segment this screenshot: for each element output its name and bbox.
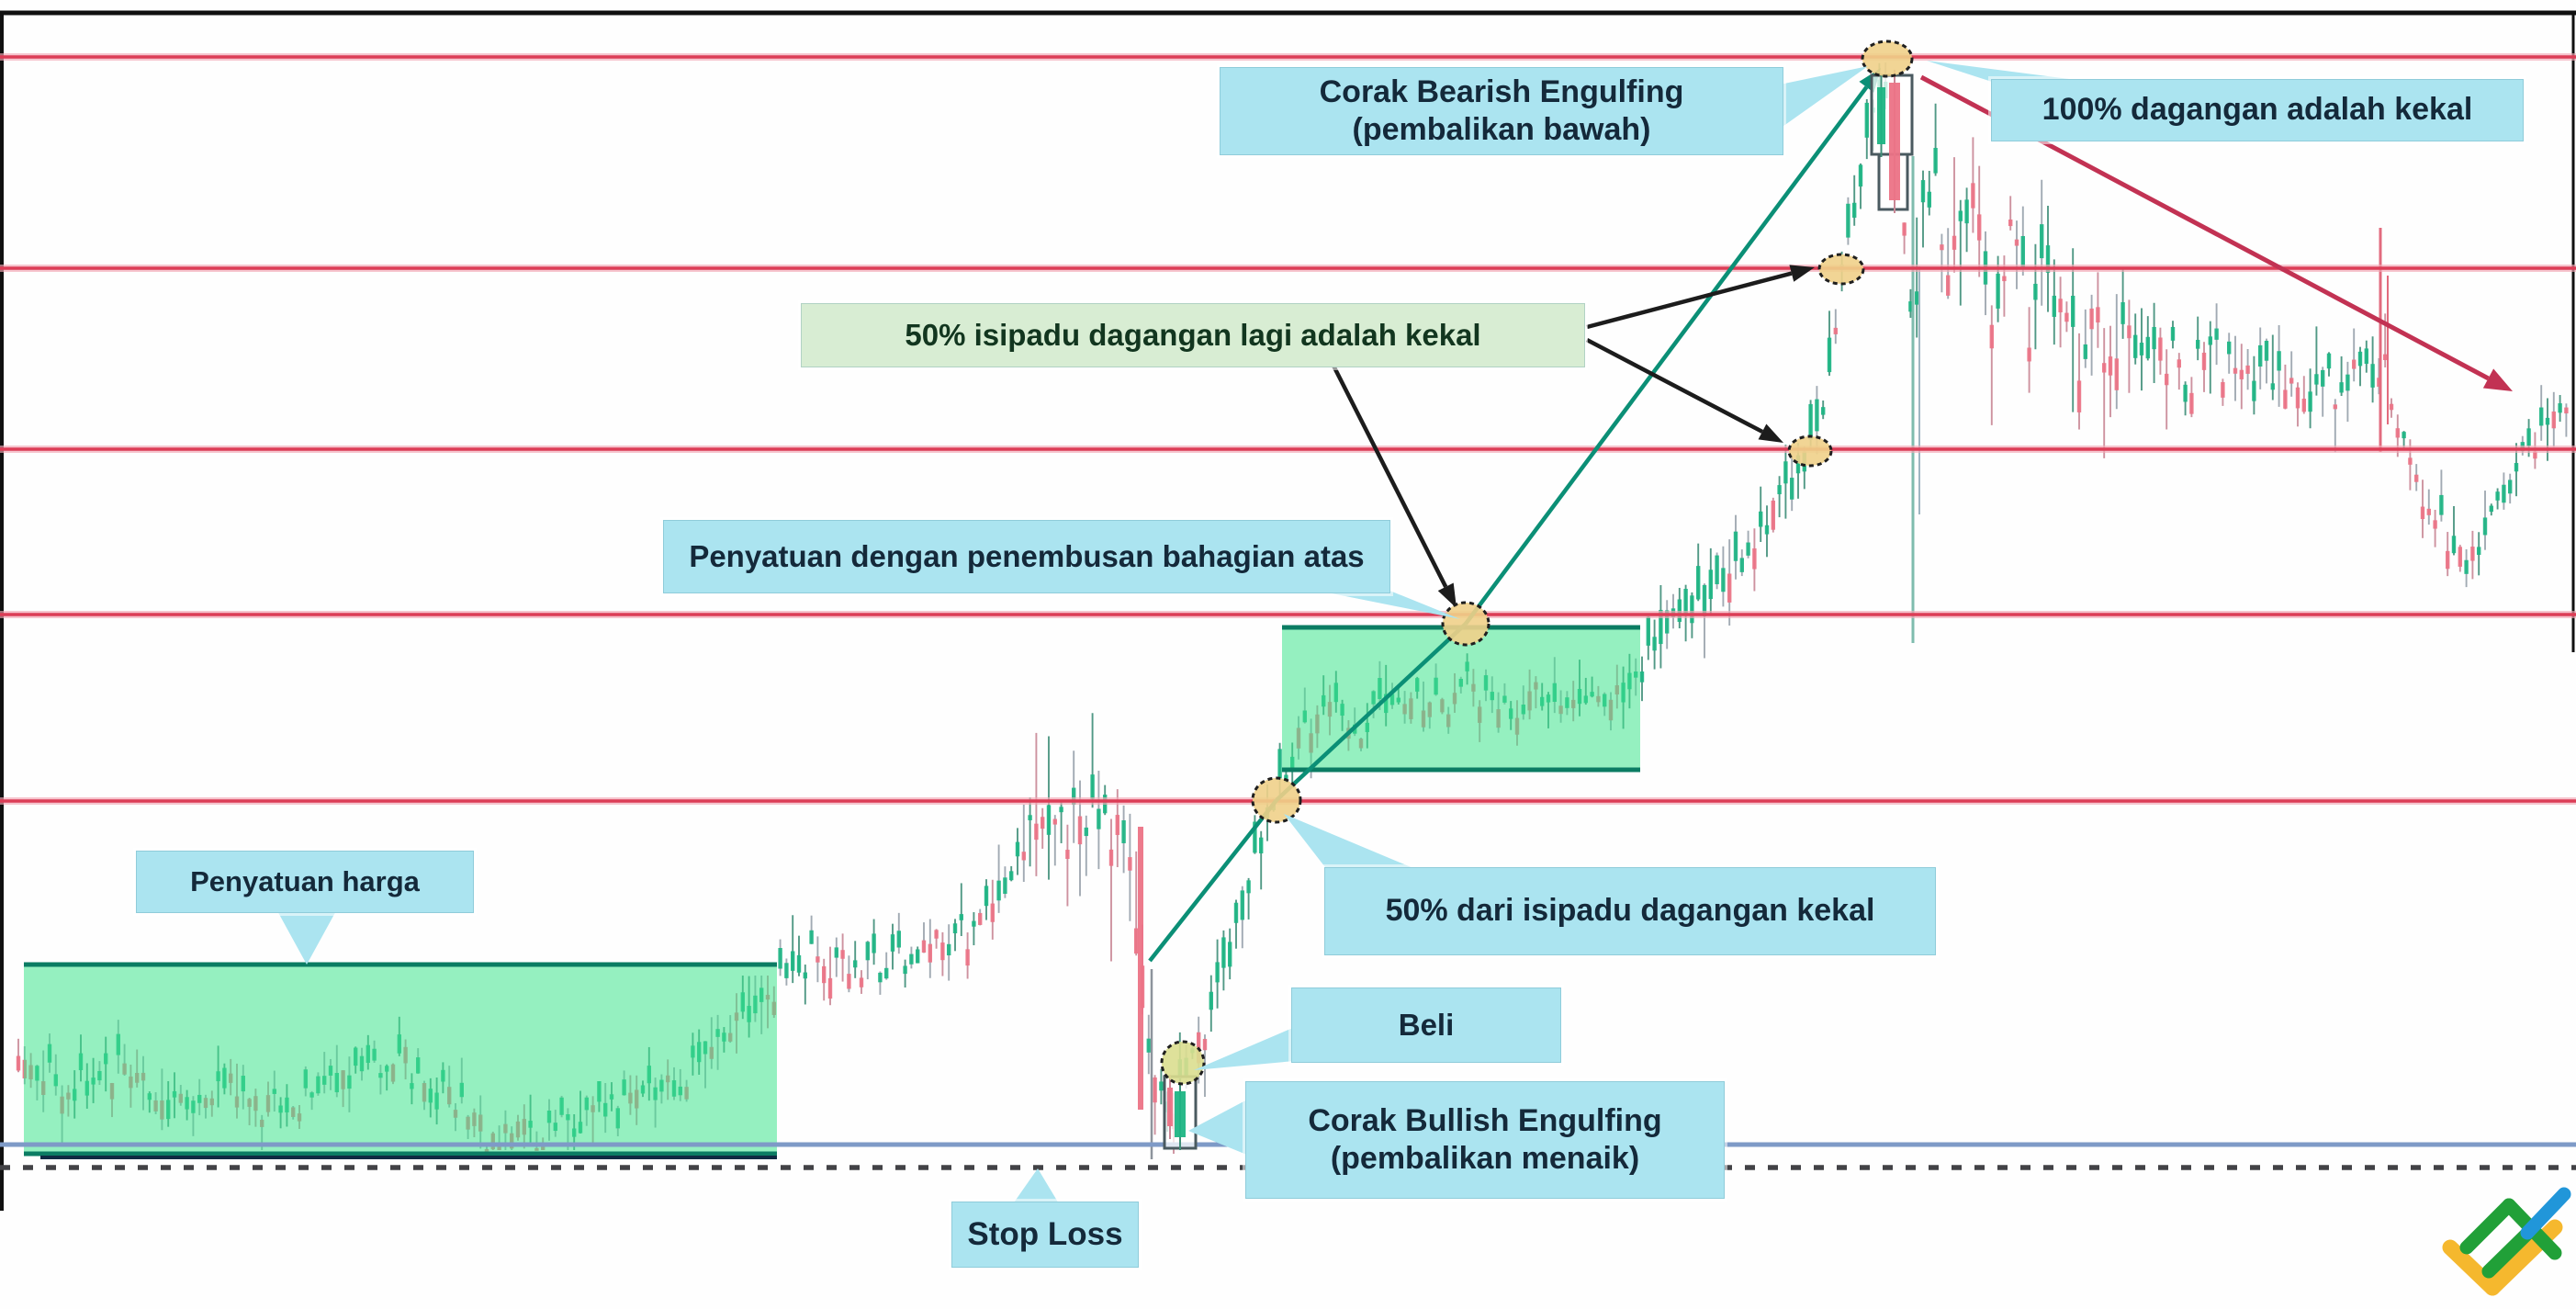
- litefinance-logo: [2442, 1187, 2571, 1296]
- callout-tail: [1194, 1027, 1295, 1070]
- callout-stop-loss: Stop Loss: [951, 1202, 1139, 1268]
- callout-bearish-engulfing: Corak Bearish Engulfing (pembalikan bawa…: [1220, 67, 1783, 155]
- callout-buy: Beli: [1291, 987, 1561, 1063]
- trade-marker-circle: [1160, 1040, 1206, 1086]
- callout-bullish-engulfing: Corak Bullish Engulfing (pembalikan mena…: [1245, 1081, 1725, 1199]
- callout-tail: [1780, 66, 1868, 129]
- callout-tail: [1012, 1168, 1060, 1205]
- callout-bearish-engulfing-line2: (pembalikan bawah): [1352, 112, 1651, 147]
- callout-tail: [1188, 1099, 1249, 1156]
- callout-price-consolidation-text: Penyatuan harga: [190, 865, 420, 898]
- trade-marker-circle: [1817, 253, 1865, 286]
- trade-marker-circle: [1861, 39, 1914, 78]
- callout-consolidation-breakout: Penyatuan dengan penembusan bahagian ata…: [663, 520, 1390, 593]
- callout-tail: [1284, 814, 1420, 871]
- trade-marker-circle: [1251, 776, 1302, 824]
- consolidation-box-middle: [1282, 627, 1640, 770]
- trade-marker-circle: [1441, 601, 1490, 647]
- callout-bullish-engulfing-line1: Corak Bullish Engulfing: [1308, 1102, 1662, 1138]
- callout-50-percent-text: 50% dari isipadu dagangan kekal: [1385, 893, 1875, 929]
- callout-tail: [276, 908, 338, 965]
- callout-price-consolidation: Penyatuan harga: [136, 851, 474, 913]
- consolidation-box-left: [24, 965, 777, 1154]
- callout-tail: [1304, 588, 1460, 619]
- callout-50-percent-more-text: 50% isipadu dagangan lagi adalah kekal: [905, 317, 1481, 352]
- callout-100-percent-remains: 100% dagangan adalah kekal: [1991, 79, 2524, 141]
- callout-consolidation-breakout-text: Penyatuan dengan penembusan bahagian ata…: [689, 538, 1365, 573]
- callout-stop-loss-text: Stop Loss: [967, 1215, 1123, 1252]
- trade-marker-circle: [1787, 434, 1833, 468]
- callout-bearish-engulfing-line1: Corak Bearish Engulfing: [1319, 73, 1684, 109]
- callout-100-percent-text: 100% dagangan adalah kekal: [2042, 92, 2473, 128]
- callout-50-percent-remains: 50% dari isipadu dagangan kekal: [1324, 867, 1936, 955]
- callout-bullish-engulfing-line2: (pembalikan menaik): [1330, 1141, 1640, 1176]
- callout-buy-text: Beli: [1398, 1007, 1455, 1042]
- callout-tail: [1927, 61, 2098, 83]
- callout-50-percent-more-remains: 50% isipadu dagangan lagi adalah kekal: [801, 303, 1585, 367]
